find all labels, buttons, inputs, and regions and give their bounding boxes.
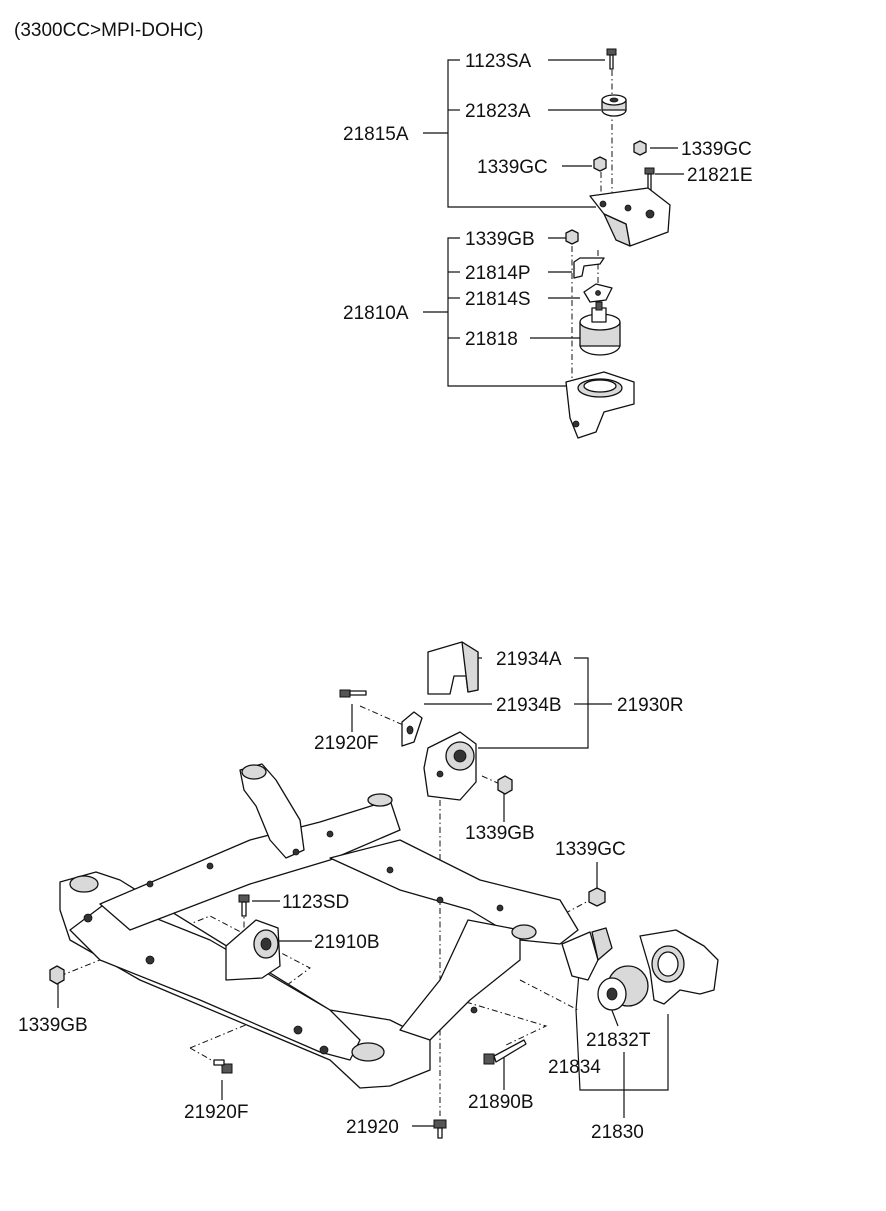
nut-1339GB-mid-part	[497, 775, 513, 795]
nut-1339GB-top-part	[565, 229, 579, 245]
stopper-21823A-part	[601, 94, 627, 117]
label-21930R: 21930R	[617, 695, 684, 716]
nut-1339GC-left-part	[593, 156, 607, 172]
label-1123SA: 1123SA	[465, 51, 532, 72]
label-1123SD: 1123SD	[282, 892, 349, 913]
bushing-21832T-part	[597, 965, 649, 1011]
upper-leader-lines	[423, 59, 684, 387]
plate-21814S-part	[583, 283, 613, 303]
mount-bracket-21810A-part	[565, 371, 635, 439]
label-21890B: 21890B	[468, 1092, 534, 1113]
mount-21910B-part	[225, 919, 281, 981]
bracket-21814P-part	[573, 257, 605, 279]
nut-1339GB-left-part	[49, 965, 65, 985]
label-21823A: 21823A	[465, 101, 531, 122]
cover-21934A-part	[427, 641, 479, 695]
nut-1339GC-right-part	[633, 140, 647, 156]
label-21934B: 21934B	[496, 695, 562, 716]
label-21814S: 21814S	[465, 289, 531, 310]
label-21920: 21920	[346, 1117, 399, 1138]
label-21830: 21830	[591, 1122, 644, 1143]
bolt-21920F-upper-part	[339, 689, 367, 698]
label-21934A: 21934A	[496, 649, 562, 670]
bolt-1123SD-part	[238, 894, 250, 917]
subframe-crossmember-part	[59, 763, 579, 1089]
label-21910B: 21910B	[314, 932, 380, 953]
label-1339GC-top-right: 1339GC	[681, 139, 752, 160]
bolt-21920-part	[433, 1119, 447, 1139]
nut-1339GC-lower-part	[588, 887, 606, 907]
label-1339GC-top-left: 1339GC	[477, 157, 548, 178]
label-21832T: 21832T	[586, 1030, 651, 1051]
label-1339GB-top: 1339GB	[465, 229, 535, 250]
label-21815A: 21815A	[343, 124, 409, 145]
bracket-21830-part	[639, 929, 719, 1005]
label-1339GC-lower: 1339GC	[555, 839, 626, 860]
label-21834: 21834	[548, 1057, 601, 1078]
label-21920F-upper: 21920F	[314, 733, 378, 754]
washer-21934B-part	[401, 711, 423, 747]
bracket-21815A-part	[589, 187, 671, 247]
label-21810A: 21810A	[343, 303, 409, 324]
label-21920F-lower: 21920F	[184, 1102, 248, 1123]
insulator-21818-part	[579, 301, 621, 356]
mount-21930R-part	[423, 731, 477, 801]
label-21814P: 21814P	[465, 263, 531, 284]
label-1339GB-mid: 1339GB	[465, 823, 535, 844]
engine-spec-title: (3300CC>MPI-DOHC)	[14, 20, 204, 41]
bolt-21890B-part	[483, 1039, 527, 1065]
label-21821E: 21821E	[687, 165, 753, 186]
label-21818: 21818	[465, 329, 518, 350]
bolt-1123SA-part	[606, 48, 617, 70]
bolt-21920F-lower-part	[213, 1059, 233, 1074]
bracket-21834-part	[561, 927, 613, 981]
label-1339GB-left: 1339GB	[18, 1015, 88, 1036]
